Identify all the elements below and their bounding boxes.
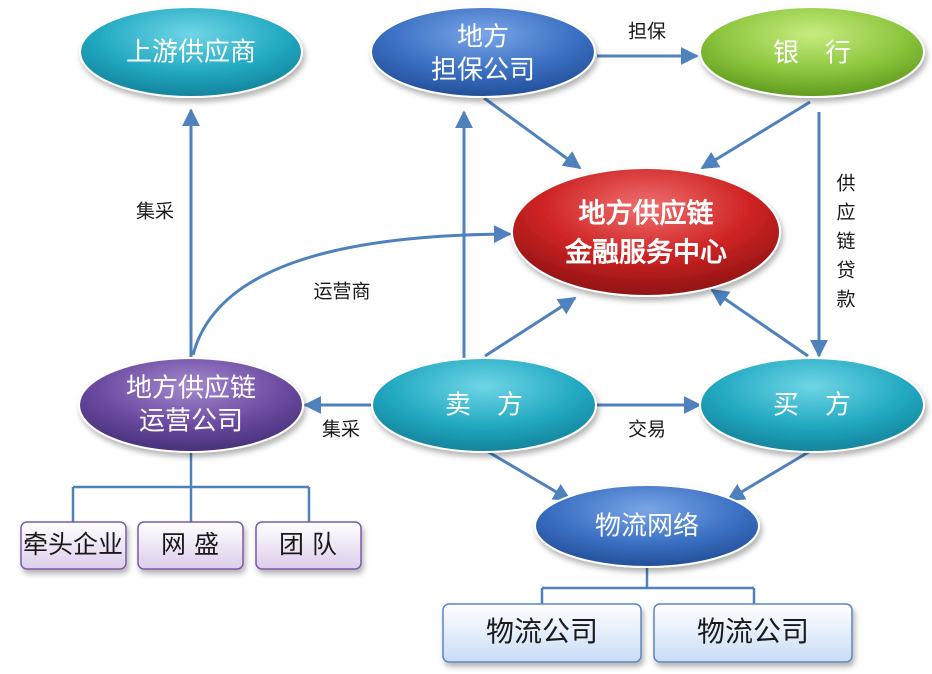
local-guarantee-label-line1: 地方 xyxy=(457,23,509,53)
finance-center-label-line2: 金融服务中心 xyxy=(564,237,727,269)
buyer-label: 买 方 xyxy=(773,391,851,421)
box-logistics-company-1: 物流公司 xyxy=(442,603,642,663)
logistics-company-2-label: 物流公司 xyxy=(697,615,809,648)
node-finance-center: 地方供应链 金融服务中心 xyxy=(511,167,781,297)
scm-operator-label-line2: 运营公司 xyxy=(139,407,243,437)
logistics-company-1-label: 物流公司 xyxy=(486,615,598,648)
loan-char: 链 xyxy=(836,231,855,253)
bank-label: 银 行 xyxy=(773,39,851,69)
node-buyer: 买 方 xyxy=(699,357,925,453)
node-bank: 银 行 xyxy=(699,6,925,98)
node-logistics-network: 物流网络 xyxy=(534,484,760,568)
edge-seller-to-logistics xyxy=(484,448,572,502)
edge-buyer-to-center xyxy=(710,288,809,358)
loan-char: 贷 xyxy=(836,260,855,282)
label-trade: 交易 xyxy=(628,419,666,441)
operator-tree-connector xyxy=(71,452,311,522)
loan-char: 款 xyxy=(836,289,855,311)
node-local-guarantee: 地方 担保公司 xyxy=(370,6,596,98)
label-guarantee: 担保 xyxy=(628,21,666,43)
node-seller: 卖 方 xyxy=(371,357,597,453)
scm-operator-label-line1: 地方供应链 xyxy=(126,374,256,404)
local-guarantee-label-line2: 担保公司 xyxy=(431,56,535,86)
edge-bank-to-center xyxy=(700,100,811,170)
loan-char: 供 xyxy=(836,173,855,195)
edge-operator-to-center xyxy=(191,225,512,356)
box-logistics-company-2: 物流公司 xyxy=(653,603,853,663)
label-group-purchase-left: 集采 xyxy=(322,419,360,441)
box-lead-enterprise: 牵头企业 xyxy=(20,521,127,570)
logistics-network-label: 物流网络 xyxy=(595,512,699,542)
seller-label: 卖 方 xyxy=(445,391,523,421)
label-supply-chain-loan: 供 应 链 贷 款 xyxy=(836,173,855,311)
upstream-supplier-label: 上游供应商 xyxy=(126,38,256,68)
node-upstream-supplier: 上游供应商 xyxy=(79,6,303,98)
finance-center-label-line1: 地方供应链 xyxy=(579,198,714,230)
box-team: 团 队 xyxy=(255,521,362,570)
lead-enterprise-label: 牵头企业 xyxy=(23,530,123,559)
edge-seller-to-center xyxy=(484,296,577,358)
logistics-tree-connector xyxy=(540,566,756,604)
node-scm-operator: 地方供应链 运营公司 xyxy=(78,357,304,453)
edge-buyer-to-logistics xyxy=(726,448,813,502)
label-group-purchase-up: 集采 xyxy=(136,201,174,223)
box-wangsheng: 网 盛 xyxy=(137,521,244,570)
team-label: 团 队 xyxy=(279,530,337,559)
label-operator: 运营商 xyxy=(313,281,370,303)
wangsheng-label: 网 盛 xyxy=(161,530,219,559)
loan-char: 应 xyxy=(836,202,855,224)
edge-guarantee-to-center xyxy=(483,96,582,170)
